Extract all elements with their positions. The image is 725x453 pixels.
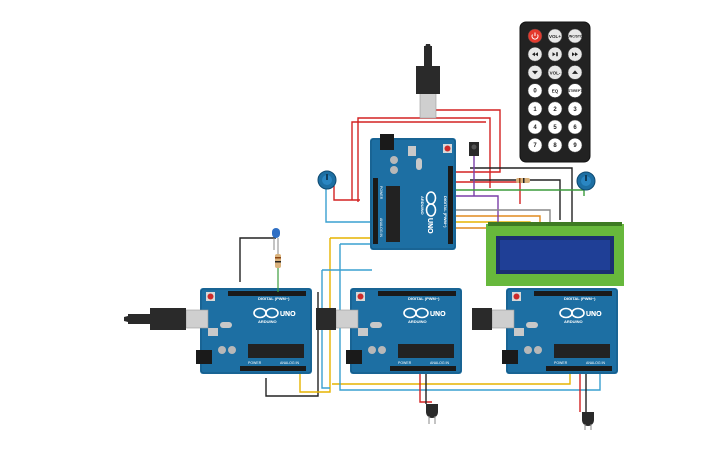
remote-button-vol-[interactable]: VOL+ [547, 28, 563, 44]
remote-button-eq[interactable]: EQ [547, 83, 563, 98]
board-brand-label: ARDUINO [258, 319, 277, 324]
usb-plug-left[interactable] [124, 308, 209, 330]
play-pause-icon [552, 52, 558, 57]
temp-sensor-middle[interactable] [426, 404, 438, 424]
board-analog-label: ANALOG IN [586, 361, 606, 365]
resistor-led[interactable] [275, 254, 281, 292]
usb-plug-middle[interactable] [316, 308, 359, 330]
board-model-label: UNO [280, 311, 296, 318]
remote-button-label: 5 [553, 125, 557, 131]
remote-button-7[interactable]: 7 [527, 137, 543, 153]
resistor-top[interactable] [516, 178, 530, 183]
remote-button-4[interactable]: 4 [527, 119, 543, 135]
arduino-uno-top[interactable]: DIGITAL (PWM~) ARDUINO ANALOG IN POWER UNO [369, 133, 457, 251]
remote-button-label: 8 [553, 143, 557, 149]
remote-button-label: EQ [552, 89, 559, 94]
board-power-label: POWER [248, 361, 262, 365]
remote-button-8[interactable]: 8 [547, 137, 563, 153]
remote-button-label: 0 [533, 89, 537, 95]
board-analog-label: ANALOG IN [280, 361, 300, 365]
arrow-up-icon [572, 70, 578, 74]
ir-remote[interactable]: VOL+ FUNC/STOP VOL- 0 EQ ST/REPT 1 2 3 4 5 6 7 8 9 [519, 21, 591, 163]
fast-forward-icon [572, 52, 578, 57]
remote-fast-forward-button[interactable] [567, 46, 583, 62]
remote-button-1[interactable]: 1 [527, 101, 543, 117]
board-header-label: DIGITAL (PWM~) [408, 296, 440, 301]
board-brand-label: ARDUINO [408, 319, 427, 324]
remote-button-0[interactable]: 0 [527, 83, 543, 98]
remote-play-pause-button[interactable] [547, 46, 563, 62]
board-header-label: DIGITAL (PWM~) [443, 196, 448, 228]
remote-button-label: 1 [533, 107, 537, 113]
remote-button-vol-[interactable]: VOL- [547, 65, 563, 80]
remote-button-9[interactable]: 9 [567, 137, 583, 153]
board-model-label: UNO [430, 311, 446, 318]
remote-button-label: 3 [573, 107, 577, 113]
remote-arrow-up-button[interactable] [567, 65, 583, 80]
remote-button-3[interactable]: 3 [567, 101, 583, 117]
remote-rewind-button[interactable] [527, 46, 543, 62]
remote-button-label: 7 [533, 143, 537, 149]
board-header-label: DIGITAL (PWM~) [564, 296, 596, 301]
remote-button-st-rept[interactable]: ST/REPT [567, 83, 583, 98]
board-header-label: DIGITAL (PWM~) [258, 296, 290, 301]
remote-arrow-down-button[interactable] [527, 65, 543, 80]
remote-button-label: ST/REPT [568, 89, 583, 93]
board-model-label: UNO [586, 311, 602, 318]
arduino-uno-left[interactable]: DIGITAL (PWM~) ARDUINO ANALOG IN POWER UNO [195, 287, 313, 375]
remote-button-5[interactable]: 5 [547, 119, 563, 135]
board-power-label: POWER [554, 361, 568, 365]
remote-button-label: 4 [533, 125, 537, 131]
board-power-label: POWER [379, 186, 383, 200]
remote-button-6[interactable]: 6 [567, 119, 583, 135]
remote-power-button[interactable] [527, 28, 543, 44]
remote-button-label: VOL- [550, 70, 561, 75]
remote-button-label: 9 [573, 143, 577, 149]
usb-plug-top[interactable] [416, 44, 440, 119]
board-model-label: UNO [426, 218, 433, 234]
arrow-down-icon [532, 70, 538, 75]
board-brand-label: ARDUINO [564, 319, 583, 324]
ir-receiver[interactable] [469, 142, 479, 156]
arduino-uno-right[interactable]: DIGITAL (PWM~) ARDUINO ANALOG IN POWER UNO [501, 287, 619, 375]
board-analog-label: ANALOG IN [430, 361, 450, 365]
remote-button-label: FUNC/STOP [565, 35, 585, 39]
remote-button-label: 2 [553, 107, 557, 113]
board-brand-label: ARDUINO [420, 196, 425, 215]
remote-button-func-stop[interactable]: FUNC/STOP [565, 28, 586, 44]
potentiometer-right[interactable] [576, 171, 596, 191]
potentiometer-left[interactable] [317, 170, 337, 190]
board-analog-label: ANALOG IN [379, 218, 383, 238]
lcd-16x2[interactable] [486, 222, 624, 286]
remote-button-2[interactable]: 2 [547, 101, 563, 117]
rewind-icon [532, 52, 538, 57]
usb-plug-right[interactable] [472, 308, 515, 330]
remote-button-label: VOL+ [549, 34, 561, 39]
power-icon [531, 32, 539, 40]
remote-button-label: 6 [573, 125, 577, 131]
temp-sensor-right[interactable] [582, 412, 594, 430]
arduino-uno-middle[interactable]: DIGITAL (PWM~) ARDUINO ANALOG IN POWER UNO [345, 287, 463, 375]
board-power-label: POWER [398, 361, 412, 365]
